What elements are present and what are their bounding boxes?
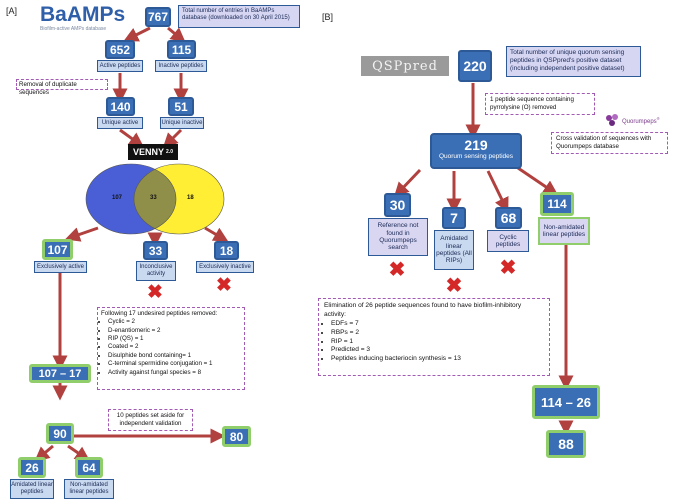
unique-active-140-box: 140 bbox=[106, 97, 135, 116]
venn-overlap bbox=[134, 164, 176, 234]
quorumpeps-logo-name: Quorumpeps bbox=[622, 119, 657, 125]
panel-a-label: [A] bbox=[6, 6, 18, 16]
inconclusive-33-box: 33 bbox=[143, 241, 168, 260]
removed-title: Following 17 undesired peptides removed: bbox=[101, 310, 218, 317]
active-652-label: Active peptides bbox=[97, 60, 143, 72]
arrow-219-30 bbox=[393, 168, 422, 198]
arrow-767-652 bbox=[123, 26, 151, 42]
final-88-box: 88 bbox=[546, 430, 586, 458]
panel-b-label: [B] bbox=[322, 12, 334, 22]
exclusively-inactive-cross-icon: ✖ bbox=[216, 275, 232, 296]
pyrrolysine-note: 1 peptide sequence containing pyrrolysin… bbox=[485, 93, 595, 115]
qs-219-value: 219 bbox=[464, 137, 488, 153]
amidated-26-label: Amidated linear peptides bbox=[10, 479, 54, 499]
venn-middle-count: 33 bbox=[150, 195, 157, 201]
cross-validation-note: Cross validation of sequences with Quoru… bbox=[551, 132, 668, 154]
non-amidated-64-box: 64 bbox=[75, 457, 103, 478]
subtract-107-17-box: 107 – 17 bbox=[29, 364, 91, 383]
removed-item: Coated = 2 bbox=[108, 343, 241, 351]
cyclic-cross-icon: ✖ bbox=[499, 257, 517, 279]
removed-peptides-box: Following 17 undesired peptides removed:… bbox=[97, 307, 245, 390]
non-amidated-64-label: Non-amidated linear peptides bbox=[64, 479, 114, 499]
quorumpeps-logo: Quorumpeps® bbox=[622, 116, 660, 125]
elimination-box: Elimination of 26 peptide sequences foun… bbox=[318, 298, 550, 376]
amidated-7-label: Amidated linear peptides (All RIPs) bbox=[434, 230, 474, 270]
total-220-box: 220 bbox=[458, 50, 492, 82]
removed-item: D-enantiomeric = 2 bbox=[108, 327, 241, 335]
baamps-logo: BaAMPs Biofilm-active AMPs database bbox=[40, 4, 125, 32]
qs-219-box: 219 Quorum sensing peptides bbox=[430, 133, 522, 169]
duplicate-removal-note: Removal of duplicate sequences bbox=[16, 79, 108, 96]
removed-item: Disulphide bond containing= 1 bbox=[108, 352, 241, 360]
active-652-box: 652 bbox=[105, 40, 135, 59]
arrow-venn-18 bbox=[204, 226, 229, 242]
elimination-item: RBPs = 2 bbox=[331, 329, 544, 338]
quorumpeps-logo-mark: ® bbox=[656, 116, 660, 121]
validation-80-box: 80 bbox=[222, 426, 251, 447]
total-767-box: 767 bbox=[145, 7, 171, 27]
arrow-venn-107 bbox=[64, 226, 99, 242]
quorumpeps-logo-icon bbox=[604, 113, 622, 127]
venn-left-count: 107 bbox=[112, 195, 123, 201]
arrow-219-68 bbox=[486, 170, 509, 213]
elimination-item: EDFs = 7 bbox=[331, 320, 544, 329]
removed-item: Cyclic = 2 bbox=[108, 318, 241, 326]
venny-logo-name: VENNY bbox=[133, 147, 165, 157]
unique-inactive-label: Unique inactive bbox=[160, 117, 204, 129]
total-220-note: Total number of unique quorum sensing pe… bbox=[506, 46, 641, 77]
ref-30-box: 30 bbox=[384, 193, 411, 217]
subtract-114-26-box: 114 – 26 bbox=[532, 385, 600, 419]
unique-inactive-51-box: 51 bbox=[168, 97, 194, 116]
baamps-logo-name: BaAMPs bbox=[40, 3, 126, 26]
elimination-item: Peptides inducing bacteriocin synthesis … bbox=[331, 355, 544, 364]
removed-item: C-terminal spermidine conjugation = 1 bbox=[108, 360, 241, 368]
amidated-26-box: 26 bbox=[18, 457, 46, 478]
total-767-note: Total number of entries in BaAMPs databa… bbox=[178, 5, 300, 28]
ref-cross-icon: ✖ bbox=[388, 259, 406, 281]
non-amidated-114-box: 114 bbox=[540, 192, 574, 216]
exclusively-active-107-box: 107 bbox=[42, 239, 73, 260]
exclusively-inactive-label: Exclusively inactive bbox=[196, 261, 254, 273]
exclusively-active-label: Exclusively active bbox=[34, 261, 87, 273]
venny-logo-version: 2.0 bbox=[166, 149, 173, 155]
elimination-item: Predicted = 3 bbox=[331, 346, 544, 355]
removed-item: RIP (QS) = 1 bbox=[108, 335, 241, 343]
elimination-title: Elimination of 26 peptide sequences foun… bbox=[324, 302, 522, 318]
qs-219-label: Quorum sensing peptides bbox=[438, 153, 514, 160]
count-90-box: 90 bbox=[46, 423, 74, 444]
baamps-logo-subtitle: Biofilm-active AMPs database bbox=[40, 26, 107, 32]
removed-item: Activity against fungal species = 8 bbox=[108, 369, 241, 377]
amidated-cross-icon: ✖ bbox=[445, 275, 463, 297]
ref-30-label: Reference not found in Quorumpeps search bbox=[368, 218, 428, 256]
arrow-51-venn bbox=[162, 128, 183, 149]
arrow-767-115 bbox=[167, 26, 186, 43]
cyclic-68-label: Cyclic peptides bbox=[487, 230, 529, 252]
inconclusive-label: Inconclusive activity bbox=[136, 261, 176, 281]
venn-diagram bbox=[85, 163, 225, 235]
venn-right-count: 18 bbox=[187, 195, 194, 201]
venny-logo: VENNY 2.0 bbox=[128, 144, 178, 160]
validation-note: 10 peptides set aside for independent va… bbox=[108, 409, 193, 431]
inactive-115-label: Inactive peptides bbox=[155, 60, 207, 72]
elimination-item: RIP = 1 bbox=[331, 338, 544, 347]
cyclic-68-box: 68 bbox=[495, 207, 522, 229]
amidated-7-box: 7 bbox=[442, 207, 466, 229]
unique-active-label: Unique active bbox=[97, 117, 143, 129]
arrow-140-venn bbox=[119, 128, 145, 148]
arrow-90-26 bbox=[34, 444, 54, 462]
inactive-115-box: 115 bbox=[167, 40, 196, 59]
exclusively-inactive-18-box: 18 bbox=[214, 241, 239, 260]
arrow-219-114 bbox=[517, 166, 559, 196]
qsppred-logo: QSPpred bbox=[361, 56, 449, 76]
arrow-90-64 bbox=[67, 444, 91, 462]
inconclusive-cross-icon: ✖ bbox=[147, 282, 163, 303]
non-amidated-114-label: Non-amidated linear peptides bbox=[538, 217, 590, 245]
